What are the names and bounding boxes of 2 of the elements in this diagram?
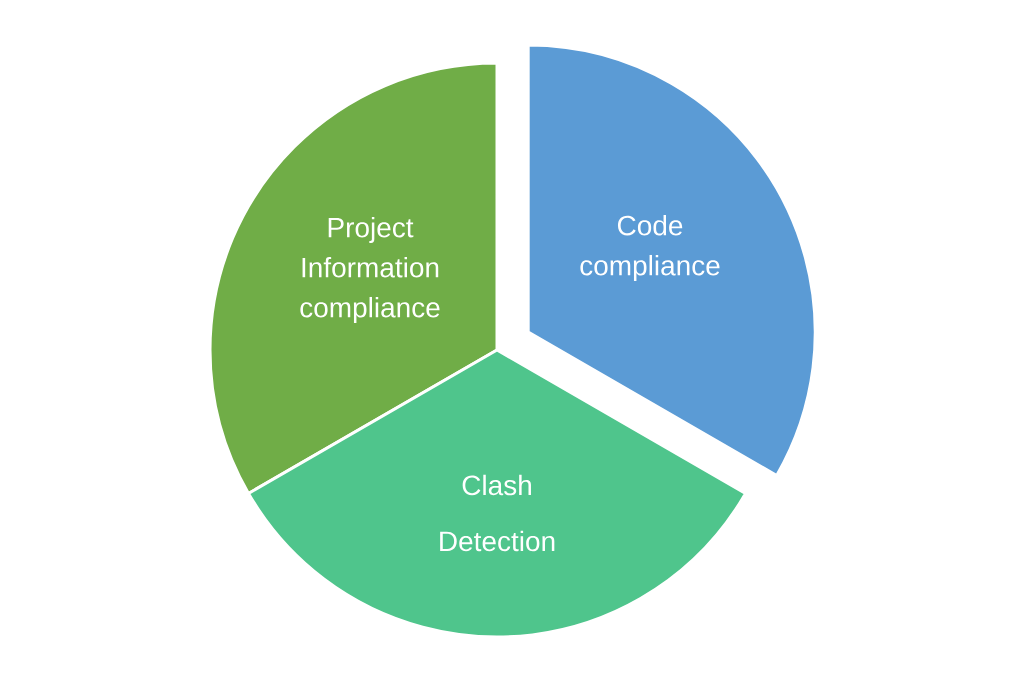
pie-slice: Code compliance [526,43,817,477]
pie-slice: Clash Detection [246,348,748,639]
